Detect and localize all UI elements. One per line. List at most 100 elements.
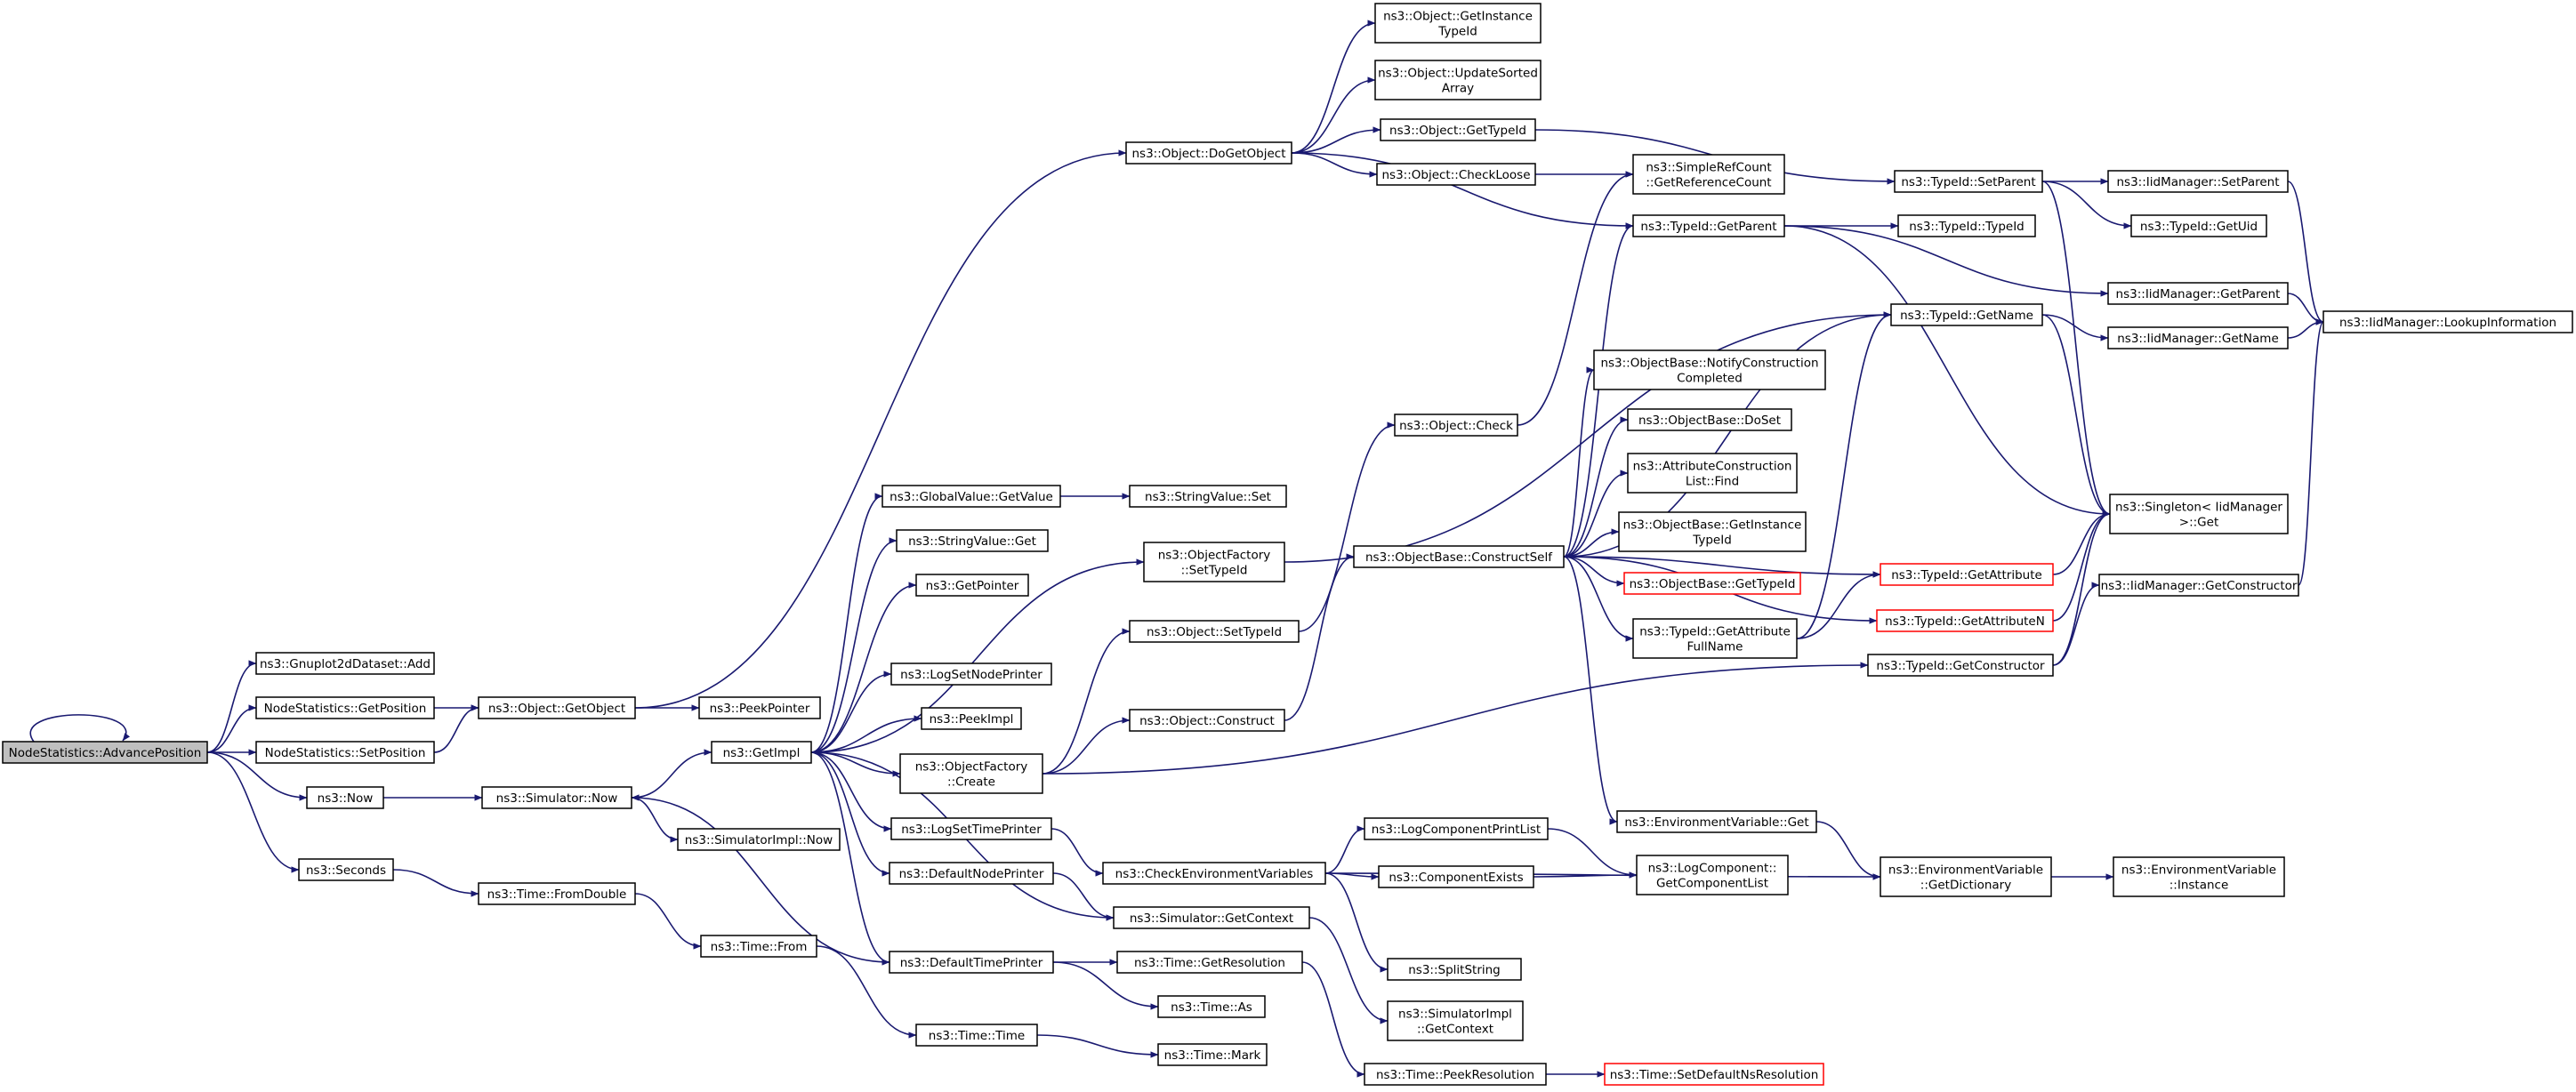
edge-simulator-now-to-get-impl (631, 749, 712, 799)
node-box (2113, 856, 2285, 897)
node-simulator-impl-now[interactable]: ns3::SimulatorImpl::Now (677, 828, 841, 851)
node-gnuplot2d-dataset-add[interactable]: ns3::Gnuplot2dDataset::Add (255, 652, 435, 675)
node-string-value-set[interactable]: ns3::StringValue::Set (1129, 485, 1287, 508)
node-label: ns3::LogSetNodePrinter (900, 668, 1042, 682)
node-box (1876, 609, 2054, 632)
node-seconds[interactable]: ns3::Seconds (298, 858, 394, 881)
node-singleton-iid-manager-get[interactable]: ns3::Singleton< IidManager >::Get (2109, 494, 2289, 534)
node-type-id-get-uid[interactable]: ns3::TypeId::GetUid (2130, 214, 2267, 237)
node-advance-position[interactable]: NodeStatistics::AdvancePosition (2, 741, 208, 764)
node-object-check[interactable]: ns3::Object::Check (1394, 414, 1518, 437)
node-type-id-get-attribute-n[interactable]: ns3::TypeId::GetAttributeN (1876, 609, 2054, 632)
node-time-from-double[interactable]: ns3::Time::FromDouble (478, 882, 636, 905)
node-label: ns3::GetImpl (723, 746, 801, 760)
node-label: ns3::TypeId::GetAttribute (1891, 568, 2042, 582)
node-get-pointer[interactable]: ns3::GetPointer (915, 574, 1029, 597)
node-component-exists[interactable]: ns3::ComponentExists (1378, 865, 1534, 888)
node-object-base-do-set[interactable]: ns3::ObjectBase::DoSet (1627, 408, 1792, 431)
node-simulator-get-context[interactable]: ns3::Simulator::GetContext (1113, 906, 1310, 929)
node-iid-manager-get-parent[interactable]: ns3::IidManager::GetParent (2107, 282, 2289, 305)
node-object-check-loose[interactable]: ns3::Object::CheckLoose (1376, 163, 1536, 186)
node-log-set-node-printer[interactable]: ns3::LogSetNodePrinter (890, 662, 1052, 686)
node-default-time-printer[interactable]: ns3::DefaultTimePrinter (889, 951, 1054, 974)
node-time-get-resolution[interactable]: ns3::Time::GetResolution (1116, 951, 1303, 974)
node-object-construct[interactable]: ns3::Object::Construct (1129, 709, 1285, 732)
node-label: ns3::Time::SetDefaultNsResolution (1610, 1068, 1819, 1082)
node-now[interactable]: ns3::Now (306, 786, 384, 809)
node-log-set-time-printer[interactable]: ns3::LogSetTimePrinter (890, 817, 1052, 840)
node-time-as[interactable]: ns3::Time::As (1157, 995, 1266, 1018)
node-label: ns3::LogComponentPrintList (1372, 823, 1541, 837)
node-label: ::GetReferenceCount (1646, 176, 1771, 190)
node-simulator-now[interactable]: ns3::Simulator::Now (481, 786, 632, 809)
node-environment-variable-instance[interactable]: ns3::EnvironmentVariable::Instance (2113, 856, 2285, 897)
node-box (889, 862, 1054, 885)
node-label: List::Find (1686, 475, 1739, 489)
node-log-component-get-component-list[interactable]: ns3::LogComponent::GetComponentList (1636, 855, 1789, 895)
node-iid-manager-lookup-information[interactable]: ns3::IidManager::LookupInformation (2322, 310, 2573, 333)
node-box (1113, 906, 1310, 929)
edge-object-base-construct-self-to-type-id-get-parent (1563, 222, 1634, 558)
node-check-environment-variables[interactable]: ns3::CheckEnvironmentVariables (1102, 862, 1326, 885)
node-iid-manager-set-parent[interactable]: ns3::IidManager::SetParent (2107, 170, 2289, 193)
node-object-base-construct-self[interactable]: ns3::ObjectBase::ConstructSelf (1353, 545, 1565, 568)
node-iid-manager-get-name[interactable]: ns3::IidManager::GetName (2107, 326, 2289, 349)
node-time-set-default-ns-resolution[interactable]: ns3::Time::SetDefaultNsResolution (1604, 1063, 1824, 1086)
edge-object-factory-create-to-type-id-get-constructor (1042, 662, 1869, 775)
node-time-mark[interactable]: ns3::Time::Mark (1157, 1043, 1268, 1066)
node-global-value-get-value[interactable]: ns3::GlobalValue::GetValue (881, 485, 1061, 508)
node-object-set-type-id[interactable]: ns3::Object::SetTypeId (1129, 620, 1300, 643)
node-box (1364, 1063, 1547, 1086)
node-get-impl[interactable]: ns3::GetImpl (711, 741, 812, 764)
node-object-get-object[interactable]: ns3::Object::GetObject (478, 696, 636, 719)
node-default-node-printer[interactable]: ns3::DefaultNodePrinter (889, 862, 1054, 885)
node-type-id-get-name[interactable]: ns3::TypeId::GetName (1890, 303, 2043, 326)
node-peek-pointer[interactable]: ns3::PeekPointer (698, 696, 821, 719)
node-object-base-notify-construction-completed[interactable]: ns3::ObjectBase::NotifyConstructionCompl… (1593, 349, 1826, 390)
node-box (1380, 118, 1536, 141)
node-box (2322, 310, 2573, 333)
node-box (1593, 349, 1826, 390)
node-split-string[interactable]: ns3::SplitString (1387, 958, 1522, 981)
node-string-value-get[interactable]: ns3::StringValue::Get (896, 529, 1049, 552)
node-type-id-type-id[interactable]: ns3::TypeId::TypeId (1897, 214, 2036, 237)
edge-type-id-get-constructor-to-iid-manager-get-constructor (2052, 582, 2100, 666)
node-environment-variable-get[interactable]: ns3::EnvironmentVariable::Get (1616, 810, 1817, 833)
edge-object-do-get-object-to-object-check-loose (1291, 152, 1378, 178)
node-simulator-impl-get-context[interactable]: ns3::SimulatorImpl::GetContext (1387, 1000, 1524, 1041)
node-node-statistics-get-position[interactable]: NodeStatistics::GetPosition (255, 696, 435, 719)
node-node-statistics-set-position[interactable]: NodeStatistics::SetPosition (255, 741, 435, 764)
node-object-base-get-type-id[interactable]: ns3::ObjectBase::GetTypeId (1623, 572, 1801, 595)
node-time-peek-resolution[interactable]: ns3::Time::PeekResolution (1364, 1063, 1547, 1086)
node-type-id-get-parent[interactable]: ns3::TypeId::GetParent (1632, 214, 1785, 237)
node-type-id-set-parent[interactable]: ns3::TypeId::SetParent (1894, 170, 2043, 193)
node-simple-ref-count-get-reference-count[interactable]: ns3::SimpleRefCount::GetReferenceCount (1632, 154, 1785, 195)
node-environment-variable-get-dictionary[interactable]: ns3::EnvironmentVariable::GetDictionary (1880, 856, 2052, 897)
node-object-get-type-id[interactable]: ns3::Object::GetTypeId (1380, 118, 1536, 141)
node-label: ns3::Time::From (711, 940, 808, 954)
node-label: ns3::Seconds (306, 863, 386, 878)
node-object-do-get-object[interactable]: ns3::Object::DoGetObject (1125, 141, 1292, 165)
node-box (698, 696, 821, 719)
node-iid-manager-get-constructor[interactable]: ns3::IidManager::GetConstructor (2098, 574, 2299, 597)
node-log-component-print-list[interactable]: ns3::LogComponentPrintList (1364, 817, 1549, 840)
node-box (1867, 654, 2054, 677)
edge-get-impl-to-object-factory-set-type-id (810, 558, 1145, 753)
node-label: ns3::ObjectFactory (915, 760, 1028, 775)
node-box (478, 882, 636, 905)
node-object-factory-set-type-id[interactable]: ns3::ObjectFactory::SetTypeId (1143, 542, 1285, 582)
node-label: ns3::Time::FromDouble (487, 887, 627, 902)
node-object-factory-create[interactable]: ns3::ObjectFactory::Create (899, 753, 1043, 794)
nodes: NodeStatistics::AdvancePosition ns3::Gnup… (2, 3, 2573, 1086)
node-peek-impl[interactable]: ns3::PeekImpl (921, 707, 1022, 730)
node-type-id-get-attribute[interactable]: ns3::TypeId::GetAttribute (1880, 563, 2054, 586)
node-time-time[interactable]: ns3::Time::Time (915, 1024, 1038, 1047)
node-type-id-get-constructor[interactable]: ns3::TypeId::GetConstructor (1867, 654, 2054, 677)
node-time-from[interactable]: ns3::Time::From (700, 935, 817, 958)
